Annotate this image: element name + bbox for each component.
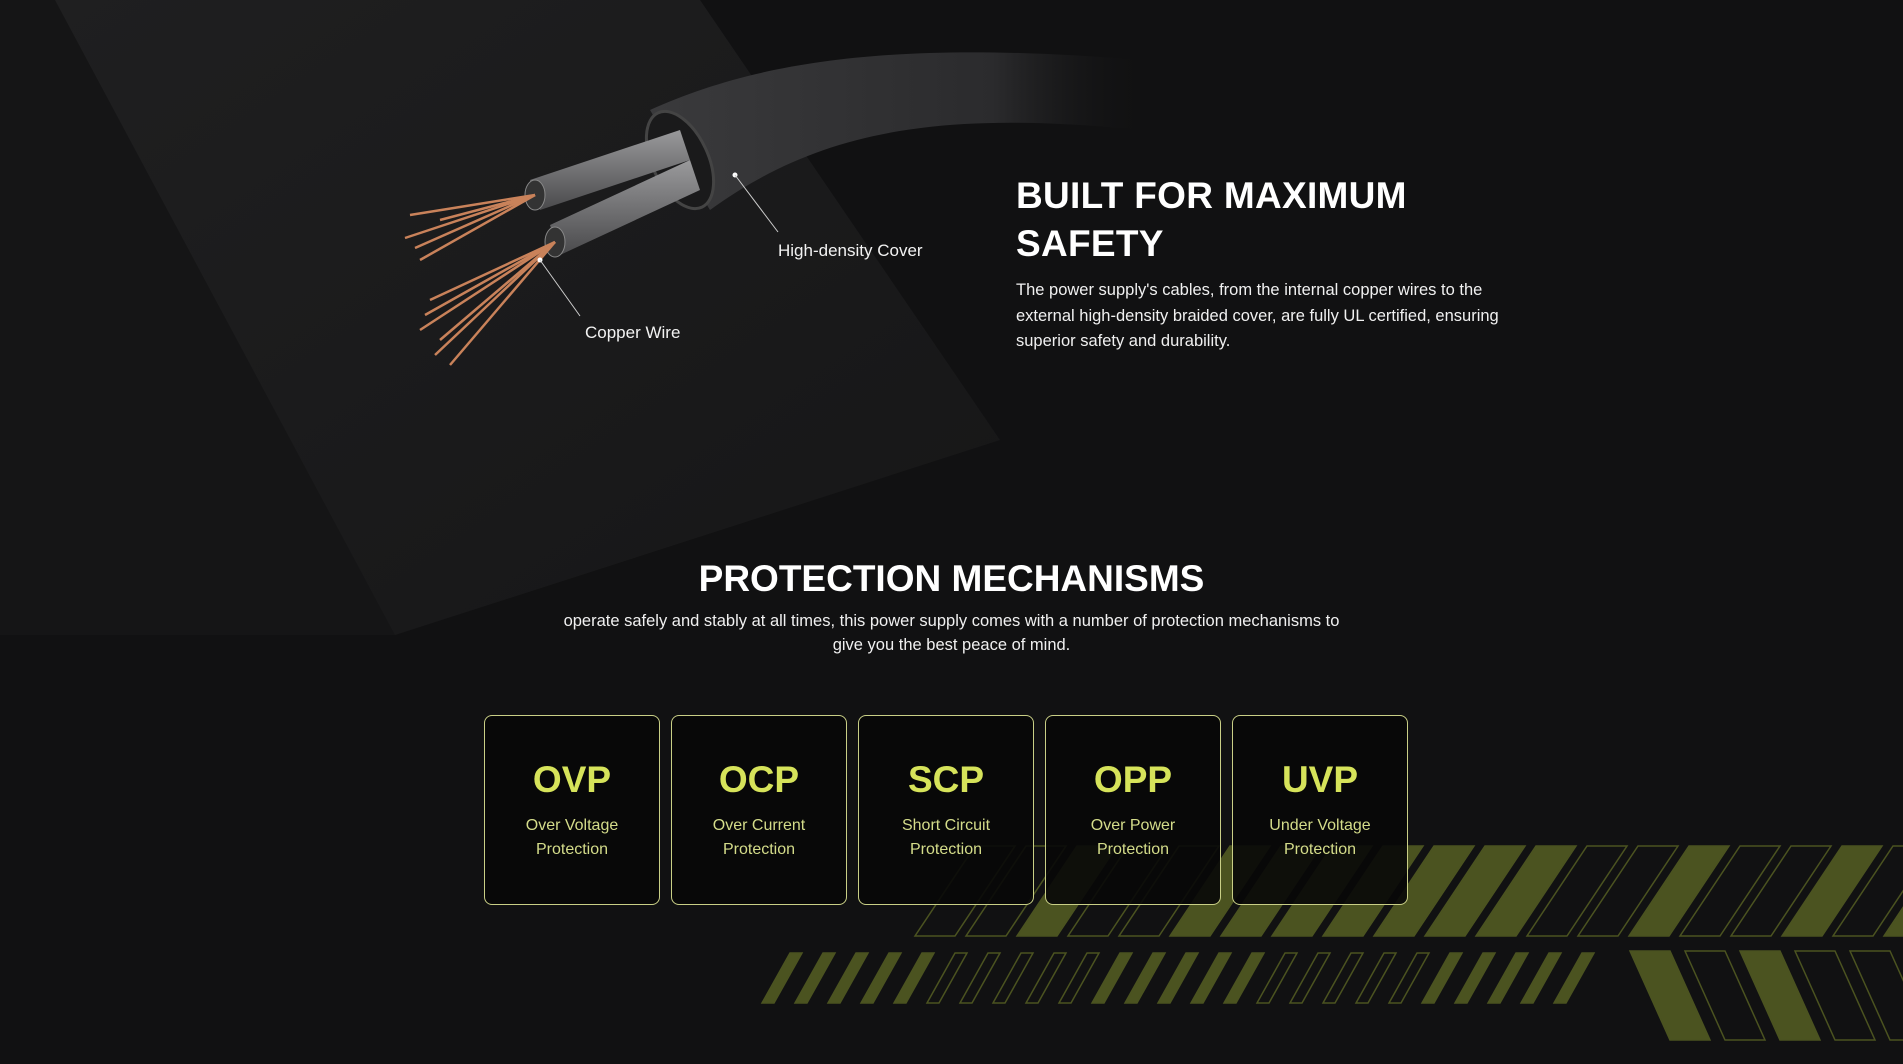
card-line1: Under Voltage (1269, 817, 1371, 834)
stripe (1882, 906, 1903, 937)
stripe (1780, 845, 1884, 937)
stripe (1222, 952, 1266, 1004)
stripe (859, 952, 903, 1004)
stripe (1024, 952, 1068, 1004)
stripe (1288, 952, 1332, 1004)
stripe (1090, 952, 1134, 1004)
card-line2: Protection (1096, 841, 1170, 858)
stripe (760, 952, 804, 1004)
stripe (1372, 845, 1476, 937)
stripe (1627, 845, 1731, 937)
stripe (1738, 950, 1822, 1041)
card-line1: Over Voltage (525, 817, 619, 834)
card-abbr: OPP (1093, 759, 1173, 800)
card-abbr: OVP (532, 759, 612, 800)
safety-title: BUILT FOR MAXIMUM SAFETY (1016, 175, 1407, 264)
stripe (1678, 845, 1782, 937)
card-abbr: OCP (718, 759, 800, 800)
label-high-density-cover: High-density Cover (778, 241, 923, 260)
stripe (1387, 952, 1431, 1004)
stripe (1525, 845, 1629, 937)
card-line2: Protection (722, 841, 796, 858)
stripe (1519, 952, 1563, 1004)
stripe (1123, 952, 1167, 1004)
stripe (991, 952, 1035, 1004)
stripe (1831, 845, 1903, 937)
stripe (1354, 952, 1398, 1004)
stripe (1576, 845, 1680, 937)
protection-title: PROTECTION MECHANISMS (698, 558, 1205, 599)
card-line1: Short Circuit (901, 817, 991, 834)
safety-section: BUILT FOR MAXIMUM SAFETY The power suppl… (1016, 172, 1516, 355)
card-abbr: SCP (907, 759, 985, 800)
stripe (1793, 950, 1877, 1041)
stripe (1628, 950, 1712, 1041)
stripe (793, 952, 837, 1004)
label-copper-wire: Copper Wire (585, 323, 681, 342)
stripe (1848, 950, 1903, 1041)
stripe (1453, 952, 1497, 1004)
stripe (1729, 845, 1833, 937)
stripe (1321, 952, 1365, 1004)
protection-description: operate safely and stably at all times, … (563, 612, 1340, 654)
stripe (1255, 952, 1299, 1004)
stripe (1156, 952, 1200, 1004)
card-abbr: UVP (1281, 759, 1359, 800)
card-line1: Over Current (712, 817, 806, 834)
card-line2: Protection (535, 841, 609, 858)
stripe (1486, 952, 1530, 1004)
card-line2: Protection (1283, 841, 1357, 858)
stripe (1057, 952, 1101, 1004)
stripe (1423, 845, 1527, 937)
stripe (1420, 952, 1464, 1004)
stripe (925, 952, 969, 1004)
stripe (1189, 952, 1233, 1004)
stripe (1552, 952, 1596, 1004)
cable-illustration (404, 52, 1140, 366)
safety-description: The power supply's cables, from the inte… (1016, 281, 1499, 350)
stripe (892, 952, 936, 1004)
stripe (1683, 950, 1767, 1041)
card-line1: Over Power (1090, 817, 1176, 834)
protection-section: PROTECTION MECHANISMS operate safely and… (0, 555, 1903, 657)
stripe (826, 952, 870, 1004)
stripe (958, 952, 1002, 1004)
card-line2: Protection (909, 841, 983, 858)
stripe (1474, 845, 1578, 937)
